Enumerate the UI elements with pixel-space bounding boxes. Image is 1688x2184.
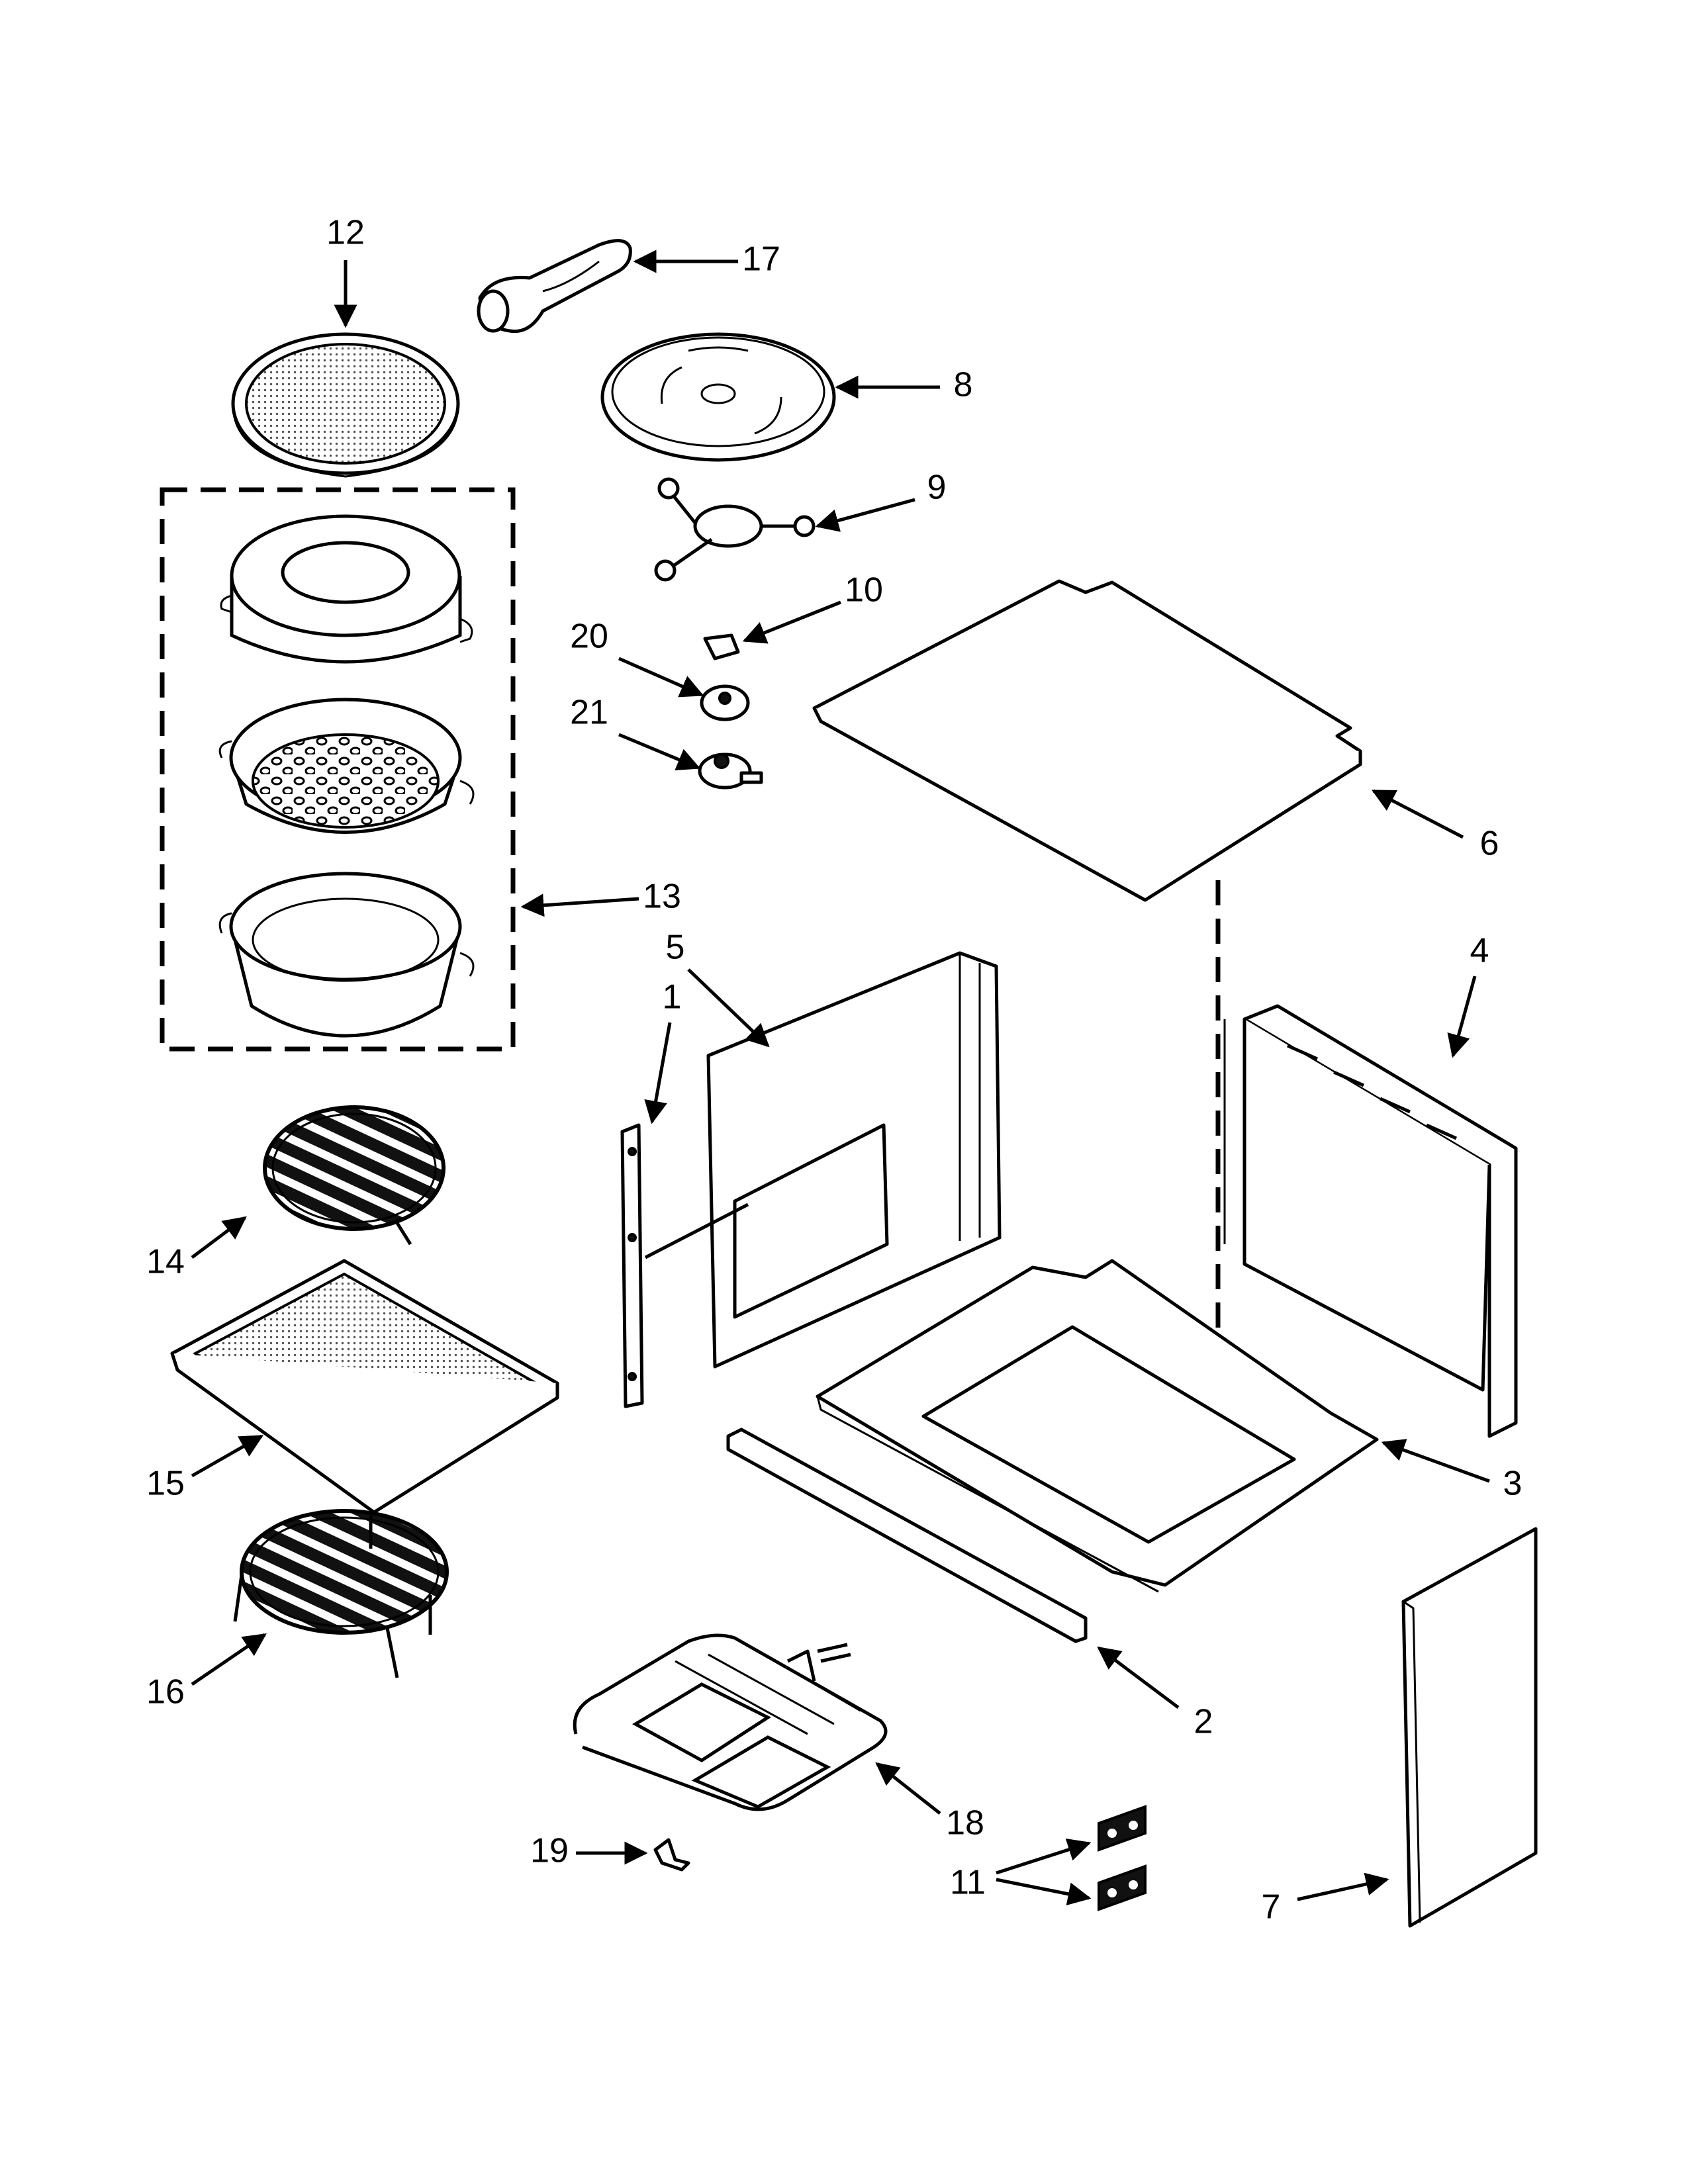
callout-2: 2	[1194, 1703, 1213, 1741]
leader-11a	[996, 1838, 1092, 1875]
part-2-trim	[726, 1428, 1088, 1643]
callout-13: 13	[643, 878, 681, 916]
part-10-coupler	[703, 633, 740, 660]
leader-11b	[996, 1878, 1092, 1905]
callout-17: 17	[742, 240, 780, 279]
leader-13	[520, 893, 639, 917]
part-14-grill-rack	[263, 1105, 445, 1246]
callout-20: 20	[570, 617, 608, 656]
part-18-heating-element	[573, 1633, 888, 1811]
leader-3	[1381, 1439, 1490, 1483]
callout-12: 12	[326, 214, 365, 252]
callout-15: 15	[146, 1465, 185, 1503]
part-15-baking-tray	[170, 1259, 559, 1514]
part-12-crisper-pan	[231, 332, 460, 478]
part-6-top-panel	[812, 579, 1362, 1529]
leader-1	[644, 1022, 672, 1124]
leader-14	[191, 1216, 247, 1259]
callout-7: 7	[1262, 1888, 1281, 1927]
callout-5: 5	[666, 929, 685, 967]
leader-9	[815, 498, 915, 532]
callout-18: 18	[946, 1804, 984, 1843]
part-16-low-rack	[233, 1509, 449, 1678]
leader-20	[618, 657, 704, 698]
callout-9: 9	[927, 469, 947, 507]
part-17-handle	[477, 239, 632, 334]
callout-6: 6	[1480, 825, 1499, 863]
leader-18	[875, 1762, 941, 1815]
part-1-bracket	[620, 1123, 644, 1408]
leader-15	[191, 1434, 264, 1478]
leader-6	[1371, 789, 1464, 839]
leader-10	[742, 600, 841, 644]
part-3-bottom-panel	[816, 1259, 1379, 1593]
part-11-pads	[1098, 1805, 1147, 1911]
part-5-side-panel	[644, 951, 1002, 1369]
callout-8: 8	[954, 366, 973, 404]
callout-19: 19	[530, 1832, 569, 1870]
part-13-steamer-set	[160, 487, 516, 1052]
part-9-roller-support	[654, 477, 816, 582]
part-20-motor	[700, 684, 750, 721]
callout-11: 11	[950, 1864, 986, 1902]
callout-14: 14	[146, 1243, 185, 1281]
leader-2	[1097, 1646, 1180, 1709]
leader-7	[1297, 1872, 1389, 1901]
callout-4: 4	[1470, 932, 1489, 970]
leader-5	[687, 968, 770, 1048]
callout-3: 3	[1503, 1465, 1523, 1503]
leader-16	[191, 1633, 267, 1686]
leader-4	[1447, 976, 1477, 1058]
leader-21	[618, 733, 701, 771]
callout-1: 1	[663, 978, 682, 1017]
part-7-outer-panel	[1401, 1527, 1538, 1928]
part-4-side-panel	[1223, 1004, 1518, 1438]
callout-21: 21	[570, 694, 608, 732]
callout-16: 16	[146, 1673, 185, 1711]
part-19-clip	[653, 1838, 690, 1872]
callout-10: 10	[845, 571, 883, 610]
part-21-motor	[698, 752, 763, 790]
part-8-turntable	[600, 332, 836, 462]
